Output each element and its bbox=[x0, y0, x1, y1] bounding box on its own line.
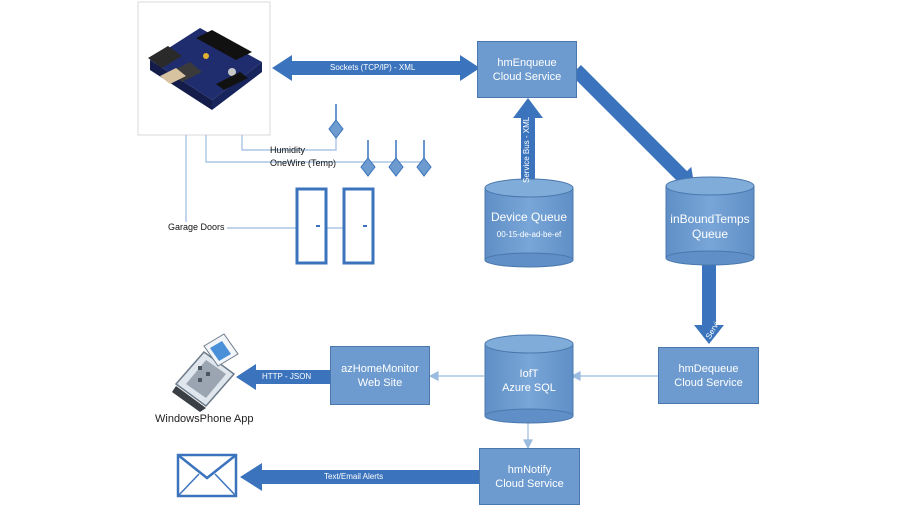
service-bus-diagonal-arrow bbox=[571, 65, 695, 189]
hmnotify-box: hmNotify Cloud Service bbox=[479, 448, 580, 505]
inbound-queue-label: inBoundTemps Queue bbox=[660, 212, 760, 242]
service-bus-vertical-label: Service Bus - XML bbox=[522, 116, 531, 183]
thin-connectors bbox=[428, 371, 658, 450]
hmdequeue-box: hmDequeue Cloud Service bbox=[658, 347, 759, 404]
azhomemonitor-title: azHomeMonitor bbox=[341, 362, 419, 375]
hmenqueue-title: hmEnqueue bbox=[497, 56, 557, 69]
device-queue-cylinder bbox=[484, 178, 574, 268]
azure-sql-label: IofT Azure SQL bbox=[485, 367, 573, 395]
azhomemonitor-box: azHomeMonitor Web Site bbox=[330, 346, 430, 405]
sockets-arrow bbox=[272, 55, 480, 81]
garage-doors-label: Garage Doors bbox=[166, 222, 227, 232]
temperature-probe-icon bbox=[416, 140, 432, 177]
garage-door-icon bbox=[342, 187, 375, 265]
arduino-board-image bbox=[137, 1, 271, 136]
device-queue-title: Device Queue bbox=[490, 210, 568, 224]
inbound-queue-title: inBoundTemps bbox=[670, 212, 750, 226]
text-email-arrow bbox=[240, 463, 479, 491]
email-icon bbox=[176, 453, 238, 498]
hmdequeue-subtitle: Cloud Service bbox=[674, 376, 743, 389]
hmnotify-subtitle: Cloud Service bbox=[495, 477, 564, 490]
service-bus-right-arrow bbox=[694, 258, 724, 344]
garage-door-icon bbox=[295, 187, 328, 265]
windows-phone-caption: WindowsPhone App bbox=[155, 413, 254, 425]
sockets-label: Sockets (TCP/IP) - XML bbox=[330, 63, 416, 72]
hmdequeue-title: hmDequeue bbox=[678, 362, 739, 375]
device-queue-id: 00-15-de-ad-be-ef bbox=[496, 230, 562, 239]
hmenqueue-subtitle: Cloud Service bbox=[492, 70, 562, 83]
http-json-arrow bbox=[236, 364, 330, 390]
azhomemonitor-subtitle: Web Site bbox=[357, 376, 403, 389]
http-json-label: HTTP - JSON bbox=[262, 372, 312, 381]
phone-icon bbox=[172, 333, 239, 412]
text-email-label: Text/Email Alerts bbox=[324, 472, 384, 481]
hmnotify-title: hmNotify bbox=[507, 463, 552, 476]
device-queue-label: Device Queue 00-15-de-ad-be-ef bbox=[485, 210, 573, 242]
azure-sql-title: IofT bbox=[519, 368, 539, 380]
azure-sql-cylinder bbox=[484, 334, 574, 424]
temperature-probe-icon bbox=[360, 140, 376, 177]
humidity-label: Humidity bbox=[270, 145, 306, 155]
onewire-label: OneWire (Temp) bbox=[270, 158, 337, 168]
inbound-queue-subtitle: Queue bbox=[691, 227, 729, 241]
azure-sql-subtitle: Azure SQL bbox=[502, 382, 556, 394]
humidity-probe-icon bbox=[328, 104, 344, 139]
service-bus-vertical-arrow bbox=[513, 98, 543, 185]
temperature-probe-icon bbox=[388, 140, 404, 177]
inbound-queue-cylinder bbox=[665, 176, 755, 266]
hmenqueue-box: hmEnqueue Cloud Service bbox=[477, 41, 577, 98]
